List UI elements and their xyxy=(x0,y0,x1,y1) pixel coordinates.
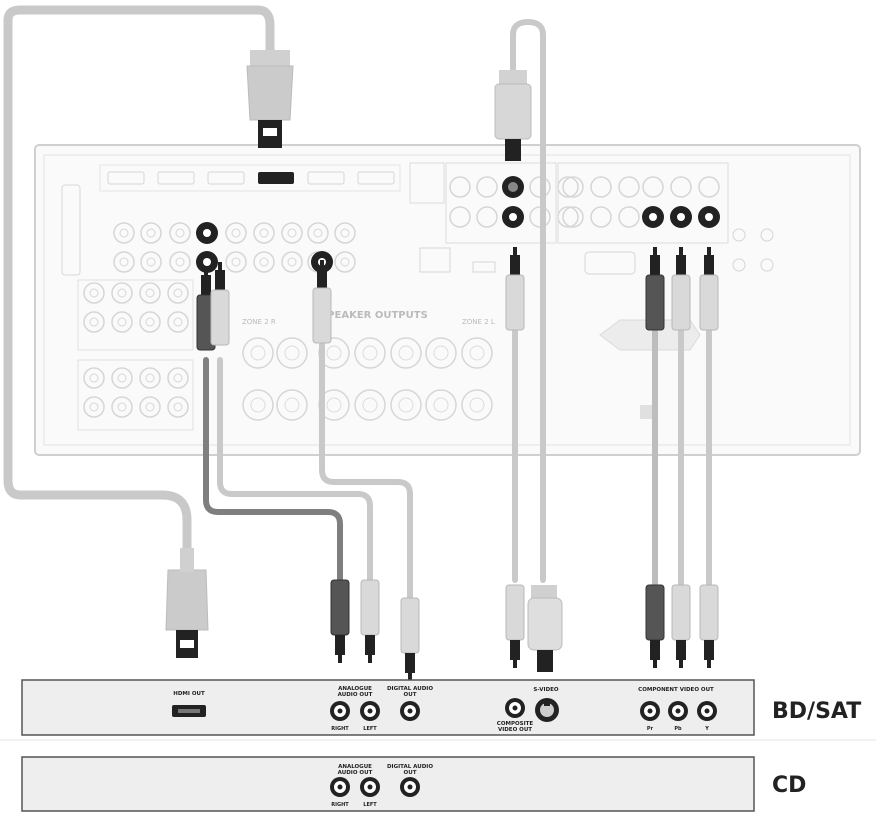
rca-plug-digital-receiver xyxy=(312,260,332,344)
analogue-right-cable xyxy=(203,357,343,583)
bd-pr-label: Pr xyxy=(647,726,654,732)
hdmi-plug-receiver xyxy=(246,50,294,148)
bd-component-y-jack xyxy=(697,701,717,721)
bd-component-pb-jack xyxy=(668,701,688,721)
bd-svideo-out-jack xyxy=(535,698,559,722)
bd-right-label: RIGHT xyxy=(331,726,349,732)
receiver-component-in xyxy=(642,206,720,228)
hdmi-cable xyxy=(3,5,275,585)
bd-component-out-label: COMPONENT VIDEO OUT xyxy=(638,687,714,693)
bd-hdmi-out-port xyxy=(172,705,206,717)
rca-plug-analogue-left-receiver xyxy=(210,262,230,346)
receiver-hdmi-row xyxy=(99,164,401,192)
receiver-speaker-terminals xyxy=(77,279,493,431)
cd-analogue-left-jack xyxy=(360,777,380,797)
cd-analogue-right-jack xyxy=(330,777,350,797)
composite-video-cable xyxy=(510,19,546,583)
rca-plug-component-pb-device xyxy=(671,584,691,668)
analogue-left-cable xyxy=(217,357,373,583)
receiver-bd-analogue-in xyxy=(196,222,218,273)
rca-plugs-device xyxy=(330,579,719,681)
bd-composite-out-jack xyxy=(505,698,525,718)
rca-plug-composite-receiver xyxy=(505,247,525,331)
plugs xyxy=(165,50,719,681)
bd-svideo-label: S-VIDEO xyxy=(533,687,558,693)
receiver-audio-rca-grid xyxy=(83,176,720,418)
digital-audio-cable xyxy=(319,342,413,603)
bd-component-pr-jack xyxy=(640,701,660,721)
bd-analogue-left-jack xyxy=(360,701,380,721)
zone2-left-label: ZONE 2 L xyxy=(462,318,495,326)
rca-plug-digital-device xyxy=(400,597,420,681)
cd-left-label: LEFT xyxy=(363,802,377,808)
svideo-plug-device xyxy=(527,585,563,672)
bd-digital-out-jack xyxy=(400,701,420,721)
cd-right-label: RIGHT xyxy=(331,802,349,808)
rca-plug-component-pr-device xyxy=(645,584,665,668)
receiver-composite-in xyxy=(502,206,524,228)
rca-plug-analogue-left-device xyxy=(360,579,380,663)
zone2-right-label: ZONE 2 R xyxy=(242,318,276,326)
bd-hdmi-out-label: HDMI OUT xyxy=(173,691,205,697)
rca-plug-analogue-right-device xyxy=(330,579,350,663)
rca-plug-component-pb-receiver xyxy=(671,247,691,331)
bd-y-label: Y xyxy=(704,726,709,732)
bd-pb-label: Pb xyxy=(674,726,682,732)
rca-plug-component-y-receiver xyxy=(699,247,719,331)
bd-analogue-right-jack xyxy=(330,701,350,721)
bd-left-label: LEFT xyxy=(363,726,377,732)
cables xyxy=(3,5,712,603)
device-bd-sat-name: BD/SAT xyxy=(772,699,861,724)
receiver-back-panel: SPEAKER OUTPUTS ZONE 2 R ZONE 2 L xyxy=(34,144,861,456)
rca-plug-composite-device xyxy=(505,584,525,668)
rca-plug-component-pr-receiver xyxy=(645,247,665,331)
device-cd-name: CD xyxy=(772,773,806,798)
speaker-outputs-label: SPEAKER OUTPUTS xyxy=(320,310,428,321)
cd-digital-out-jack xyxy=(400,777,420,797)
hdmi-plug-device xyxy=(165,548,209,658)
rca-plugs-receiver xyxy=(196,247,719,351)
rca-plug-component-y-device xyxy=(699,584,719,668)
receiver-svideo-in xyxy=(502,176,524,198)
svideo-plug-receiver xyxy=(494,70,532,161)
